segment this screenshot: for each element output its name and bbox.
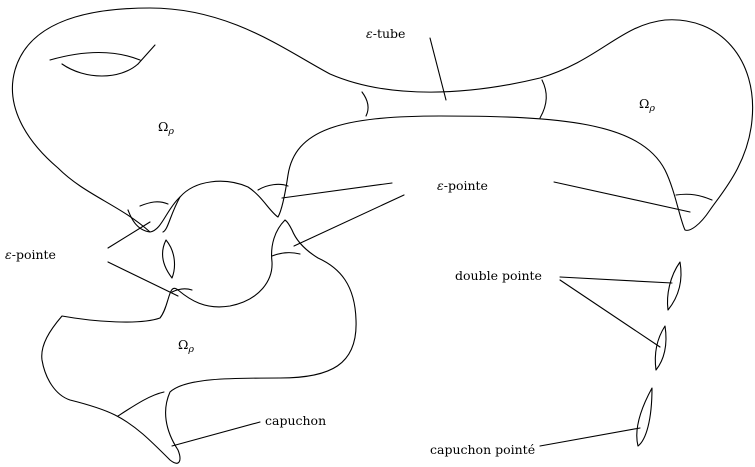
omega-label-top-left: Ωρ (158, 119, 174, 137)
pointe-arc-left (139, 201, 169, 207)
epsilon-pointe-label-left: ε-pointe (5, 247, 56, 262)
double-pointe-upper (666, 261, 682, 311)
capuchon-arc (117, 391, 165, 417)
inner-pointe-small (162, 239, 176, 279)
pointe-arc-right (675, 193, 713, 201)
upper-surface-outline (11, 7, 754, 233)
leader-pointe-top-2 (293, 194, 405, 247)
leader-capuchon (171, 421, 261, 447)
tube-boundary-left (361, 91, 369, 117)
capuchon-label: capuchon (265, 413, 326, 428)
leader-pointe-left-1 (107, 221, 151, 249)
leader-pointe-top-1 (281, 182, 393, 199)
double-pointe-label: double pointe (455, 268, 542, 283)
double-pointe-lower (654, 325, 667, 371)
leader-double-pointe-2 (559, 279, 661, 348)
omega-label-bottom: Ωρ (178, 337, 194, 355)
leader-capuchon-pointe (539, 427, 641, 447)
slit-tail (137, 44, 156, 65)
leader-tube (429, 37, 447, 101)
leader-pointe-top-3 (553, 181, 691, 213)
lower-surface-outline (41, 196, 357, 464)
epsilon-pointe-label-top: ε-pointe (437, 178, 488, 193)
pointe-arc-lower-right (271, 252, 301, 257)
epsilon-tube-label: ε-tube (366, 26, 405, 41)
leader-double-pointe-1 (559, 276, 673, 284)
slit-arc-top (49, 51, 141, 61)
tube-boundary-right (539, 79, 547, 119)
capuchon-pointe-shape (636, 387, 653, 447)
slit-arc-bottom (61, 63, 139, 77)
capuchon-pointe-label: capuchon pointé (430, 442, 535, 457)
pointe-arc-center (257, 183, 289, 191)
leader-pointe-left-2 (107, 261, 179, 297)
omega-label-top-right: Ωρ (639, 96, 655, 114)
pointe-arc-lower-left (171, 288, 193, 293)
